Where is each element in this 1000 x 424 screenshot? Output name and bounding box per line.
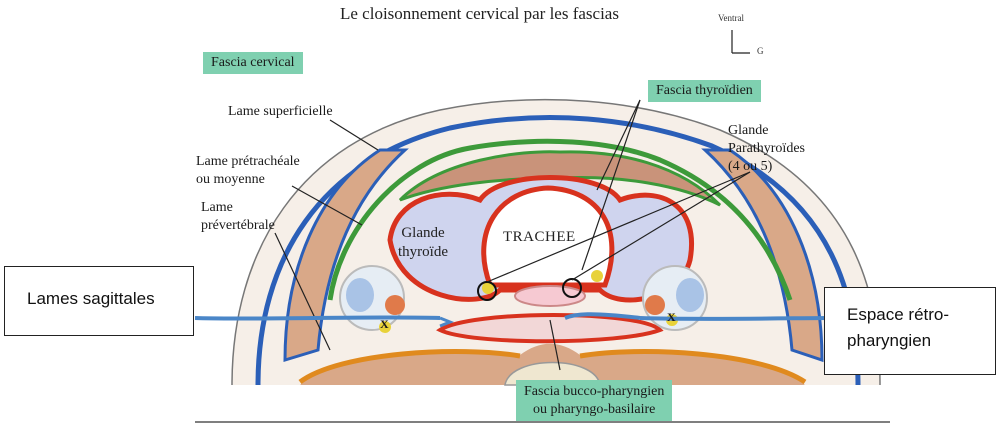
label-lame-prevertebrale-line2: prévertébrale	[201, 218, 275, 233]
label-glande-parathyroides: Glande Parathyroïdes (4 ou 5)	[728, 122, 805, 176]
right-parathyroid-ring	[562, 278, 582, 298]
superficial-fascia	[255, 115, 861, 386]
label-trachee: TRACHEE	[503, 229, 576, 245]
sagittal-arrows	[194, 312, 831, 328]
right-x-label: X	[667, 310, 676, 324]
label-glande-thyroide-line2: thyroïde	[398, 244, 448, 260]
label-glande-para-line1: Glande	[728, 123, 769, 138]
trachea	[481, 185, 615, 288]
tag-fascia-bucco-pharyngien: Fascia bucco-pharyngien ou pharyngo-basi…	[516, 380, 673, 421]
infrahyoid-muscles	[398, 150, 722, 207]
pretracheal-fascia	[327, 138, 793, 301]
left-carotid-artery	[385, 295, 405, 315]
visceral-fascia-loop	[436, 313, 664, 344]
diagram-title: Le cloisonnement cervical par les fascia…	[340, 4, 619, 23]
label-lame-pretracheale-line2: ou moyenne	[196, 172, 265, 187]
right-jugular-vein	[676, 278, 704, 312]
right-scm-muscle	[701, 148, 824, 363]
label-lame-superficielle: Lame superficielle	[228, 104, 333, 119]
left-x-marker	[379, 321, 391, 333]
tag-fascia-thyroidien: Fascia thyroïdien	[648, 80, 761, 102]
label-lame-pretracheale-line1: Lame prétrachéale	[196, 154, 300, 169]
label-lame-prevertebrale-line1: Lame	[201, 200, 233, 215]
left-x-label: X	[380, 317, 389, 331]
right-parathyroid	[591, 270, 603, 282]
label-lame-prevertebrale: Lame prévertébrale	[201, 199, 275, 235]
label-lame-pretracheale: Lame prétrachéale ou moyenne	[196, 153, 300, 189]
left-parathyroid	[482, 282, 494, 294]
orientation-ventral: Ventral	[718, 13, 744, 23]
prevertebral-fascia	[298, 349, 807, 385]
label-glande-para-line2: Parathyroïdes	[728, 141, 805, 156]
left-scm-muscle	[283, 148, 409, 363]
callout-espace-retro-line2: pharyngien	[847, 331, 932, 350]
label-glande-thyroide: Glande thyroïde	[398, 224, 448, 262]
tag-fascia-bucco-line2: ou pharyngo-basilaire	[532, 402, 656, 417]
label-glande-para-line3: (4 ou 5)	[728, 159, 773, 174]
esophagus	[514, 285, 586, 307]
callout-lames-sagittales: Lames sagittales	[4, 266, 194, 336]
orientation-left: G	[757, 46, 764, 56]
left-jugular-vein	[346, 278, 374, 312]
callout-lames-sagittales-text: Lames sagittales	[27, 289, 155, 308]
label-glande-thyroide-line1: Glande	[401, 225, 445, 241]
right-carotid-artery	[645, 295, 665, 315]
leader-lines	[274, 30, 751, 371]
tag-fascia-bucco-line1: Fascia bucco-pharyngien	[524, 384, 665, 399]
callout-espace-retro-pharyngien: Espace rétro- pharyngien	[824, 287, 996, 375]
tag-fascia-cervical: Fascia cervical	[203, 52, 303, 74]
callout-espace-retro-line1: Espace rétro-	[847, 305, 950, 324]
